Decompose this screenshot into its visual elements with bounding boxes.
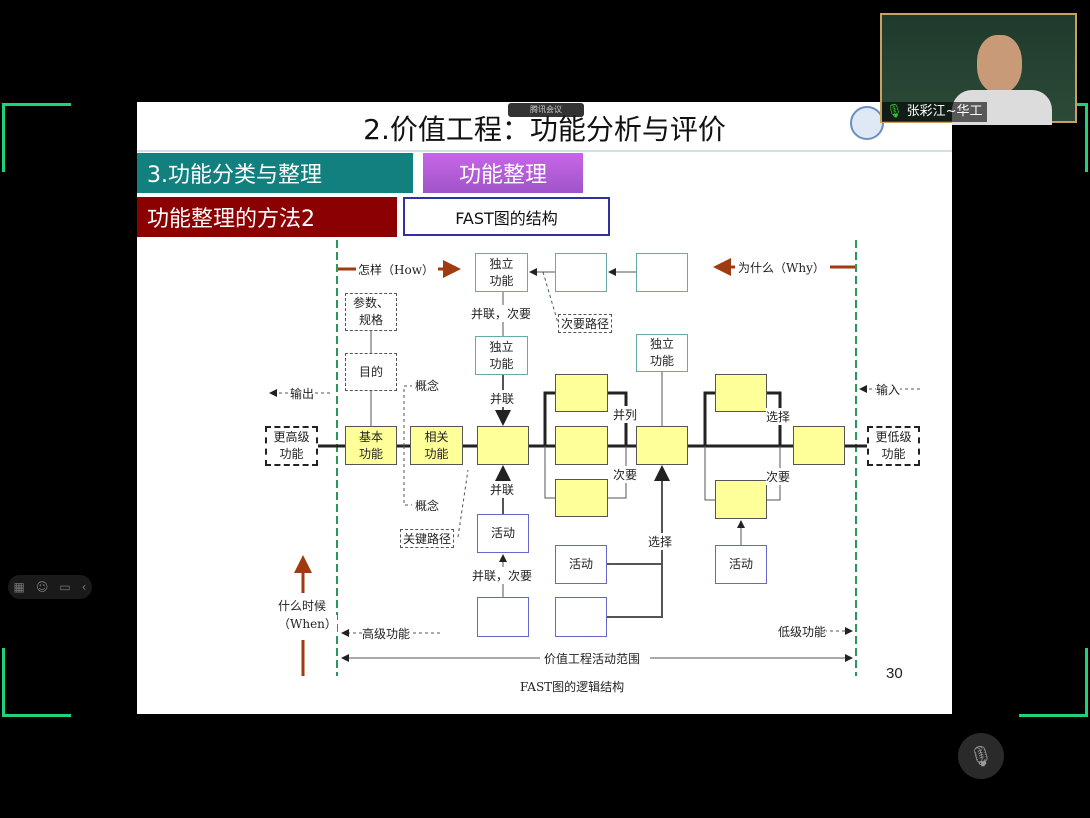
function-box xyxy=(793,426,845,465)
activity-box: 活动 xyxy=(555,545,607,584)
label-parallel-secondary: 并联，次要 xyxy=(471,305,532,322)
label-parallel-secondary: 并联，次要 xyxy=(472,567,533,584)
collapse-icon[interactable]: ‹ xyxy=(81,580,87,594)
chat-icon[interactable]: ▭ xyxy=(59,580,71,594)
higher-level-label: 高级功能 xyxy=(362,625,411,642)
mute-mic-button[interactable]: 🎙 xyxy=(958,733,1004,779)
params-box: 参数、 规格 xyxy=(345,293,397,331)
frame-corner xyxy=(2,103,71,172)
input-label: 输入 xyxy=(876,381,901,398)
side-by-side-label: 并列 xyxy=(613,406,638,423)
independent-function-box: 独立 功能 xyxy=(636,334,688,372)
function-box xyxy=(555,374,608,412)
independent-function-box: 独立 功能 xyxy=(475,253,528,292)
participant-name-tag: 🎙 张彩江~华工 xyxy=(882,102,987,122)
meeting-badge[interactable]: 腾讯会议 xyxy=(508,103,584,117)
function-box xyxy=(555,426,608,465)
mic-off-icon: 🎙 xyxy=(968,744,994,768)
parallel-label: 并联 xyxy=(490,481,515,498)
function-box xyxy=(477,426,529,465)
select-label: 选择 xyxy=(648,533,673,550)
function-box xyxy=(636,253,688,292)
function-box xyxy=(715,374,767,412)
function-box xyxy=(636,426,688,465)
participant-face xyxy=(977,35,1022,93)
when-label-en: （When） xyxy=(278,615,337,632)
parallel-label: 并联 xyxy=(490,390,515,407)
activity-box: 活动 xyxy=(715,545,767,584)
activity-box xyxy=(555,597,607,637)
purpose-box: 目的 xyxy=(345,353,397,391)
participant-video[interactable]: 🎙 张彩江~华工 xyxy=(880,13,1077,125)
independent-function-box: 独立 功能 xyxy=(475,336,528,375)
scope-label: 价值工程活动范围 xyxy=(544,650,641,667)
slide-title: 2.价值工程：功能分析与评价 xyxy=(363,113,726,146)
when-label: 什么时候 xyxy=(278,597,327,614)
page-number: 30 xyxy=(886,665,903,682)
function-box xyxy=(715,480,767,519)
basic-function-box: 基本 功能 xyxy=(345,426,397,465)
why-label: 为什么（Why） xyxy=(738,259,825,276)
concept-label: 概念 xyxy=(415,497,440,514)
frame-corner xyxy=(1019,648,1088,717)
mic-icon: 🎙 xyxy=(886,104,903,119)
related-function-box: 相关 功能 xyxy=(410,426,463,465)
floating-toolbar: ▦ ☺ ▭ ‹ xyxy=(8,575,92,599)
emoji-icon[interactable]: ☺ xyxy=(35,580,49,594)
method-header: 功能整理的方法2 xyxy=(137,197,397,237)
divider xyxy=(137,150,952,152)
university-logo xyxy=(850,106,884,140)
select-label: 选择 xyxy=(766,408,791,425)
secondary-label: 次要 xyxy=(766,468,791,485)
function-box xyxy=(555,479,608,517)
higher-function-box: 更高级 功能 xyxy=(265,426,318,466)
lower-level-label: 低级功能 xyxy=(778,623,827,640)
frame-corner xyxy=(2,648,71,717)
participant-name: 张彩江~华工 xyxy=(906,104,983,119)
caption: FAST图的逻辑结构 xyxy=(520,678,625,695)
activity-box: 活动 xyxy=(477,514,529,553)
subsection-header: 功能整理 xyxy=(423,153,583,193)
output-label: 输出 xyxy=(290,385,315,402)
secondary-path-label: 次要路径 xyxy=(558,314,613,333)
critical-path-label: 关键路径 xyxy=(400,529,455,548)
how-label: 怎样（How） xyxy=(358,261,434,278)
secondary-label: 次要 xyxy=(613,466,638,483)
apps-icon[interactable]: ▦ xyxy=(13,580,25,594)
lower-function-box: 更低级 功能 xyxy=(867,426,920,466)
topic-box: FAST图的结构 xyxy=(403,197,610,236)
section-header: 3.功能分类与整理 xyxy=(137,153,413,193)
function-box xyxy=(555,253,607,292)
activity-box xyxy=(477,597,529,637)
concept-label: 概念 xyxy=(415,377,440,394)
